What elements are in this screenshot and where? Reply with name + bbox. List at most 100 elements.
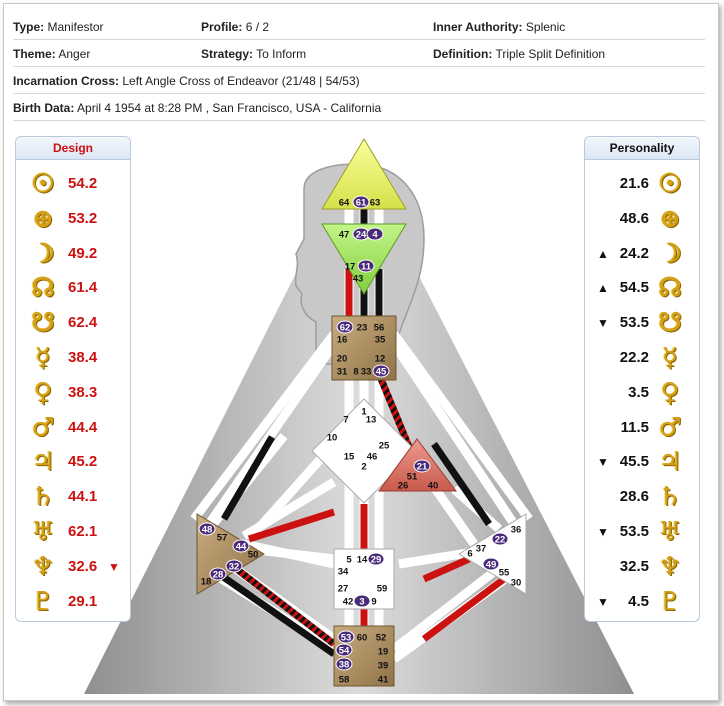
mars-icon: ♂ (658, 412, 682, 443)
bodygraph-report: Type: Manifestor Profile: 6 / 2 Inner Au… (3, 3, 719, 701)
gate-label: 2 (361, 462, 366, 473)
gate-badge (225, 559, 243, 573)
personality-gate-value: 22.2 (619, 349, 649, 366)
gate-label: 63 (370, 198, 381, 209)
gate-label: 48 (202, 525, 213, 536)
neptune-icon: ♆ (31, 551, 55, 582)
south-node-icon: ☋ (658, 308, 682, 339)
design-gate-value: 29.1 (68, 592, 98, 610)
ajna-center (321, 223, 407, 295)
design-panel-title: Design (16, 137, 130, 160)
gate-label: 59 (377, 584, 388, 595)
gate-label: 13 (366, 415, 377, 426)
authority-value: Splenic (525, 20, 566, 34)
gate-label: 54 (339, 646, 350, 657)
personality-gate-value: 53.5 (619, 314, 649, 332)
gate-label: 11 (361, 262, 372, 273)
design-gate-value: 62.4 (68, 314, 98, 332)
design-row-mercury: ☿ 38.4 (16, 342, 130, 374)
south-node-icon: ☋ (31, 308, 55, 339)
gate-badge (198, 522, 216, 536)
gate-label: 21 (417, 462, 428, 473)
gate-badge (367, 552, 385, 566)
earth-icon: ⊕ (659, 203, 681, 234)
direction-arrow-icon: ▼ (597, 455, 609, 470)
gate-badge (209, 567, 227, 581)
uranus-icon: ♅ (31, 517, 55, 547)
personality-row-sun: 21.6☉ (585, 168, 699, 200)
personality-gate-value: 3.5 (628, 383, 649, 401)
mars-icon: ♂ (31, 412, 55, 443)
personality-gate-value: 48.6 (619, 209, 649, 227)
birth-label: Birth Data: (13, 101, 75, 115)
design-gate-value: 38.4 (68, 349, 98, 366)
gate-label: 31 (337, 367, 348, 378)
gate-label: 41 (378, 675, 389, 686)
gate-label: 19 (378, 647, 389, 658)
type-value: Manifestor (47, 20, 104, 34)
gate-label: 29 (371, 555, 382, 566)
design-row-moon: ☽49.2 (16, 238, 130, 270)
gate-label: 43 (353, 274, 364, 285)
gate-label: 24 (356, 230, 367, 241)
gate-label: 62 (340, 323, 351, 334)
gate-badge (335, 643, 353, 657)
gate-badge (232, 539, 250, 553)
pluto-icon: ♇ (31, 586, 55, 617)
profile-value: 6 / 2 (245, 20, 270, 34)
gate-label: 61 (356, 198, 367, 209)
gate-badge (372, 364, 390, 378)
personality-row-mercury: 22.2☿ (585, 342, 699, 374)
cross-value: Left Angle Cross of Endeavor (21/48 | 54… (122, 74, 360, 88)
design-row-jupiter: ♃45.2 (16, 446, 130, 478)
gate-label: 34 (338, 567, 349, 578)
personality-gate-value: 28.6 (619, 488, 649, 506)
design-gate-value: 49.2 (68, 244, 98, 262)
gate-label: 30 (511, 578, 522, 589)
jupiter-icon: ♃ (658, 447, 682, 478)
definition-label: Definition: (433, 47, 493, 61)
gate-label: 52 (376, 633, 387, 644)
gate-badge (336, 320, 354, 334)
cross-label: Incarnation Cross: (13, 74, 120, 88)
summary-row-1: Type: Manifestor Profile: 6 / 2 Inner Au… (13, 13, 705, 40)
gate-label: 35 (375, 335, 386, 346)
strategy-value: To Inform (256, 47, 307, 61)
gate-label: 32 (229, 562, 240, 573)
personality-row-south-node: ▼53.5☋ (585, 307, 699, 339)
personality-row-pluto: ▼4.5♇ (585, 586, 699, 618)
gate-badge (366, 227, 384, 241)
venus-icon: ♀ (660, 377, 680, 408)
sun-icon: ☉ (658, 169, 682, 199)
gate-label: 22 (495, 535, 506, 546)
gate-badge (413, 459, 431, 473)
design-gate-value: 54.2 (68, 175, 98, 192)
personality-row-saturn: 28.6♄ (585, 481, 699, 513)
personality-row-moon: ▲24.2☽ (585, 238, 699, 270)
design-row-saturn: ♄44.1 (16, 481, 130, 513)
personality-row-uranus: ▼53.5♅ (585, 516, 699, 548)
design-row-neptune: ♆32.6▼ (16, 551, 130, 583)
gate-label: 20 (337, 354, 348, 365)
gate-badge (482, 557, 500, 571)
gate-label: 46 (367, 452, 378, 463)
sun-icon: ☉ (31, 169, 55, 199)
north-node-icon: ☊ (658, 273, 682, 304)
gate-label: 56 (374, 323, 385, 334)
gate-label: 7 (343, 415, 348, 426)
direction-arrow-icon: ▲ (597, 281, 609, 296)
gate-label: 5 (346, 555, 352, 566)
gate-badge (337, 630, 355, 644)
gate-label: 49 (486, 560, 497, 571)
gate-label: 58 (339, 675, 350, 686)
gate-label: 10 (327, 433, 338, 444)
gate-label: 55 (499, 568, 510, 579)
theme-value: Anger (58, 47, 91, 61)
personality-gate-value: 54.5 (619, 279, 649, 297)
gate-label: 9 (371, 597, 376, 608)
gate-label: 23 (357, 323, 368, 334)
mercury-icon: ☿ (35, 343, 51, 373)
gate-label: 27 (338, 584, 349, 595)
gate-label: 47 (339, 230, 350, 241)
